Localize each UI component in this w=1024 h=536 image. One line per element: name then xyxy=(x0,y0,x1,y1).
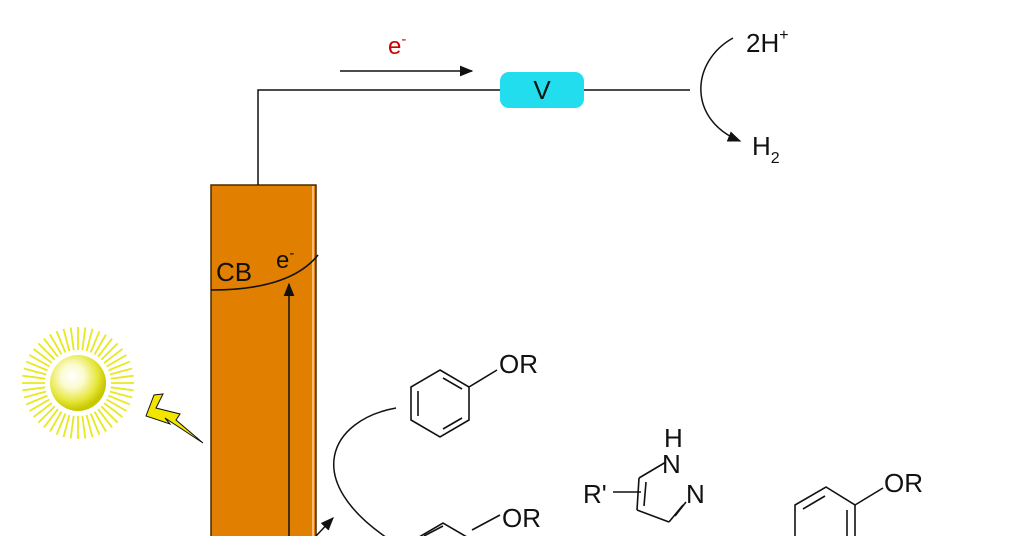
sun-ray xyxy=(109,390,133,399)
band-electron: e- xyxy=(276,245,294,274)
aryl-ether-1-or: OR xyxy=(499,349,538,379)
conduction-band-curve xyxy=(210,254,319,291)
sun-ray xyxy=(62,328,71,352)
electron-flow-label: e- xyxy=(388,31,406,60)
sun-ray xyxy=(89,413,101,436)
sun-ray xyxy=(108,394,131,406)
sun-ray xyxy=(110,374,134,380)
sun-ray xyxy=(103,348,123,364)
product-or: OR xyxy=(884,468,923,498)
sun-ray xyxy=(55,413,67,436)
pyrazole-h: H xyxy=(664,423,683,453)
sun-ray xyxy=(37,342,56,361)
sun-ray xyxy=(106,398,127,412)
sun-ray xyxy=(25,360,48,372)
sun-ray xyxy=(85,328,94,352)
sun-ray xyxy=(100,342,119,361)
pyrazole-structure xyxy=(613,461,687,523)
sun-ray xyxy=(93,334,107,355)
sun-ray xyxy=(43,408,59,428)
sun-icon xyxy=(22,327,134,439)
lightning-bolt-icon xyxy=(145,393,204,444)
proton-reduction-arrow xyxy=(700,37,742,142)
sun-ray xyxy=(62,414,71,438)
sun-ray xyxy=(81,327,87,351)
sun-ray xyxy=(69,327,75,351)
small-arrow xyxy=(315,517,334,536)
voltage-label: V xyxy=(533,75,551,105)
sun-ray xyxy=(108,360,131,372)
sun-ray xyxy=(89,330,101,353)
sun-ray xyxy=(81,415,87,439)
sun-ray xyxy=(100,405,119,424)
sun-ray xyxy=(93,411,107,432)
cb-label: CB xyxy=(216,257,252,287)
sun-ray xyxy=(110,386,134,392)
sun-ray xyxy=(25,394,48,406)
sun-ray xyxy=(37,405,56,424)
product-structure xyxy=(794,486,884,536)
sun-ray xyxy=(43,338,59,358)
sun-ray xyxy=(103,402,123,418)
sun-ray xyxy=(23,390,47,399)
sun-ray xyxy=(49,411,63,432)
sun-ray xyxy=(85,414,94,438)
sun-ray xyxy=(23,367,47,376)
aryl-ether-structure-2 xyxy=(419,514,501,536)
sun-ray xyxy=(33,348,53,364)
aryl-ether-structure-1 xyxy=(410,369,498,438)
pyrazole-n1: N xyxy=(662,449,681,479)
sun-ray xyxy=(97,408,113,428)
sun-ray xyxy=(49,334,63,355)
sun-ray xyxy=(55,330,67,353)
proton-label: 2H+ xyxy=(746,27,789,58)
sun-ray xyxy=(69,415,75,439)
sun-ray xyxy=(97,338,113,358)
aryl-ether-2-or: OR xyxy=(502,503,541,533)
sun-ray xyxy=(29,354,50,368)
sun-ray xyxy=(22,386,46,392)
oxidation-curve-arrow xyxy=(332,407,397,536)
sun-ray xyxy=(29,398,50,412)
semiconductor-electrode xyxy=(210,184,317,536)
pyrazole-n2: N xyxy=(686,479,705,509)
sun-ray xyxy=(33,402,53,418)
external-wire xyxy=(257,89,502,185)
sun-ray xyxy=(106,354,127,368)
voltage-device xyxy=(500,72,584,108)
hydrogen-label: H2 xyxy=(752,131,780,167)
sun-ray xyxy=(109,367,133,376)
pyrazole-substituent: R' xyxy=(583,479,607,509)
sun-ray xyxy=(22,374,46,380)
